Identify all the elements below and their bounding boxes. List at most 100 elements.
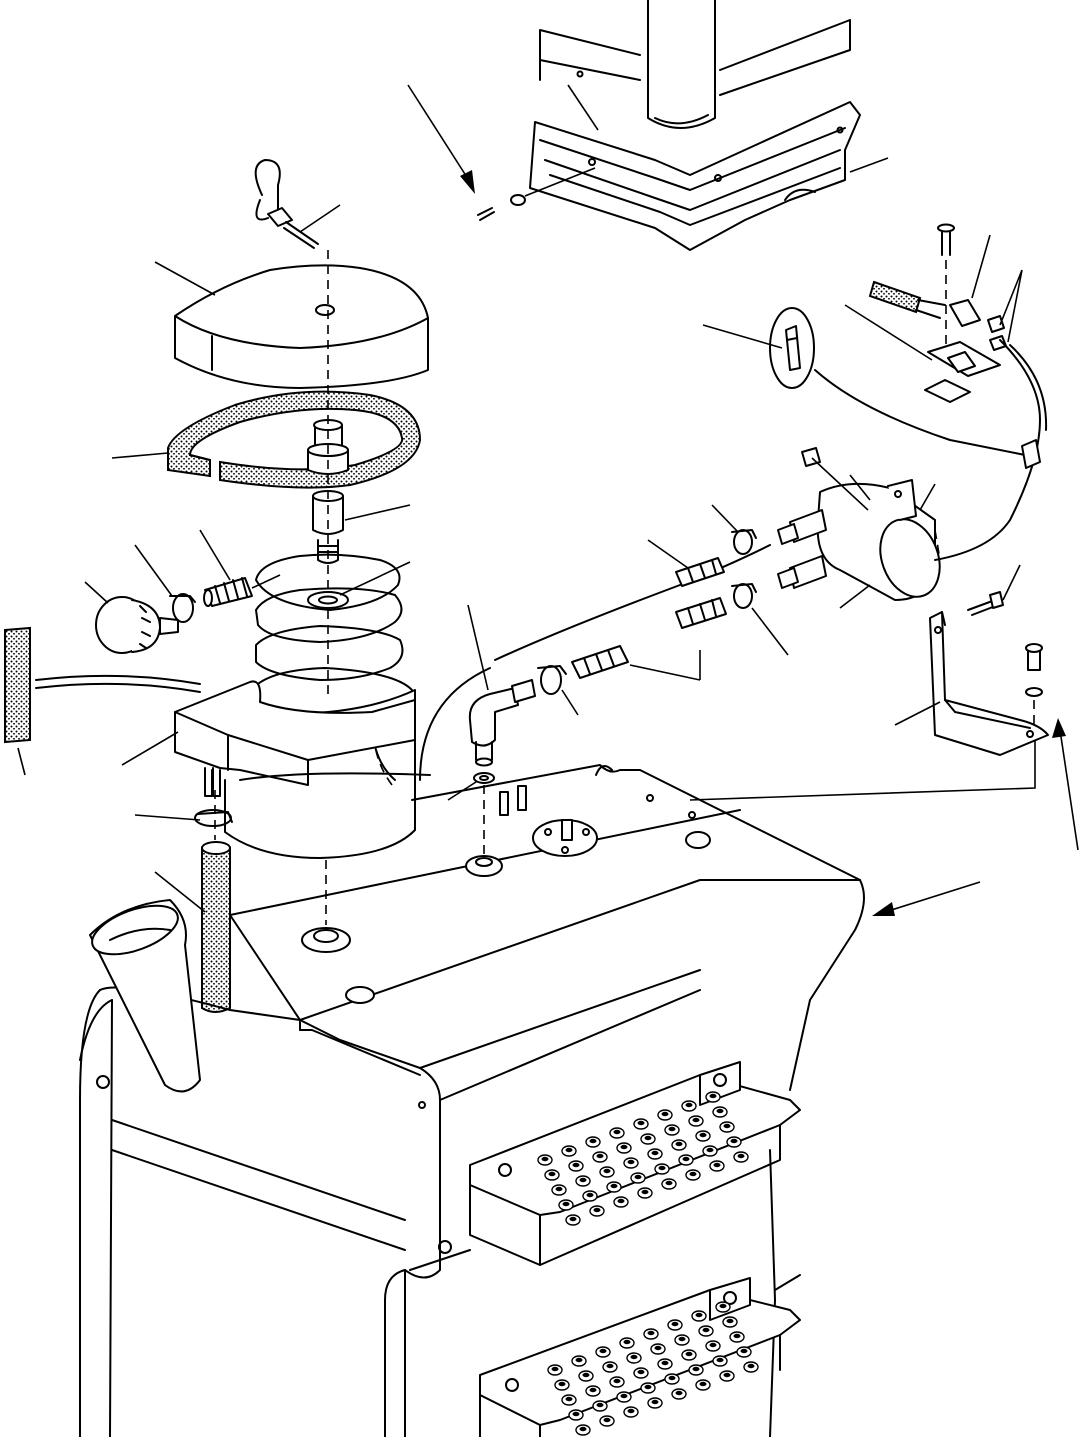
leader-line [154,261,216,296]
tread-stud [657,1109,673,1121]
tread-stud [643,1328,659,1340]
tread-stud [671,1388,687,1400]
tread-stud [719,1370,735,1382]
tread-stud [688,1364,704,1376]
leader-line [84,581,109,604]
tank-fitting [301,785,598,953]
tread-stud [578,1370,594,1382]
tread-stud [616,1142,632,1154]
tread-stud [698,1325,714,1337]
tread-stud [575,1424,591,1436]
leader-line [17,747,26,776]
tread-stud [633,1367,649,1379]
filter-strip [4,626,201,744]
tread-stud [592,1400,608,1412]
drain-hose [194,809,233,1013]
tread-stud [623,1406,639,1418]
spacer-sleeve [571,645,629,679]
direction-arrow [407,84,475,194]
tread-stud [664,1373,680,1385]
tread-stud [571,1355,587,1367]
tread-stud [633,1118,649,1130]
tread-stud [709,1160,725,1172]
tread-stud [736,1346,752,1358]
leader-line [839,584,871,609]
leader-line [844,304,933,361]
leader-line [299,204,341,233]
bolt [967,564,1021,616]
hose-clamp [731,529,757,609]
tread-stud [623,1157,639,1169]
washer [473,772,495,784]
tread-stud [547,1364,563,1376]
leader-line [647,539,689,569]
tread-stud [602,1361,618,1373]
leader-line [999,269,1023,343]
tread-stud [585,1136,601,1148]
tread-stud [657,1358,673,1370]
leader-line [971,234,991,299]
filler-neck [89,899,201,1093]
tread-stud [626,1352,642,1364]
tread-stud [568,1160,584,1172]
tread-stud [688,1115,704,1127]
tread-stud [551,1184,567,1196]
tread-stud [589,1205,605,1217]
tread-stud [599,1415,615,1427]
pump-motor [777,479,941,601]
leader-line [134,544,173,597]
tread-stud [582,1190,598,1202]
connector-plug [868,223,1007,403]
spacer-sleeve [675,557,727,629]
leader-line [894,701,941,726]
tread-stud [654,1163,670,1175]
tread-stud [702,1145,718,1157]
tread-stud [705,1091,721,1103]
tread-stud [606,1181,622,1193]
leader-line [751,607,789,656]
tread-stud [733,1151,749,1163]
tread-stud [599,1166,615,1178]
leader-line [467,604,489,691]
tread-stud [722,1316,738,1328]
tread-stud [544,1169,560,1181]
tread-stud [647,1397,663,1409]
tread-stud [609,1127,625,1139]
direction-arrow [872,718,1079,916]
tread-stud [685,1169,701,1181]
cover-seal-band [167,390,422,489]
tread-stud [585,1385,601,1397]
tread-stud [650,1343,666,1355]
tread-stud [667,1319,683,1331]
tread-stud [561,1394,577,1406]
spacer-sleeve [203,577,253,607]
hitch-pin-icon [254,159,319,249]
tread-stud [565,1214,581,1226]
tread-stud [647,1148,663,1160]
bolt [1025,643,1043,728]
tread-stud [715,1301,731,1313]
tread-stud [619,1337,635,1349]
tread-stud [595,1346,611,1358]
leader-line [629,650,701,681]
tread-stud [712,1355,728,1367]
tread-stud [661,1178,677,1190]
hose-clamp [537,665,567,695]
tread-stud [712,1106,728,1118]
tread-stud [561,1145,577,1157]
tank-cap-cover [174,264,429,389]
tread-stud [640,1382,656,1394]
reservoir-bracket [174,680,416,797]
leader-line [134,814,201,821]
tread-stud [674,1334,690,1346]
tread-stud [637,1187,653,1199]
tread-stud [664,1124,680,1136]
tread-stud [695,1379,711,1391]
leader-line [121,731,179,766]
tread-stud [726,1136,742,1148]
hose [419,544,771,781]
elbow-fitting [468,679,536,767]
tread-stud [554,1379,570,1391]
tread-stud [681,1349,697,1361]
tread-stud [719,1121,735,1133]
